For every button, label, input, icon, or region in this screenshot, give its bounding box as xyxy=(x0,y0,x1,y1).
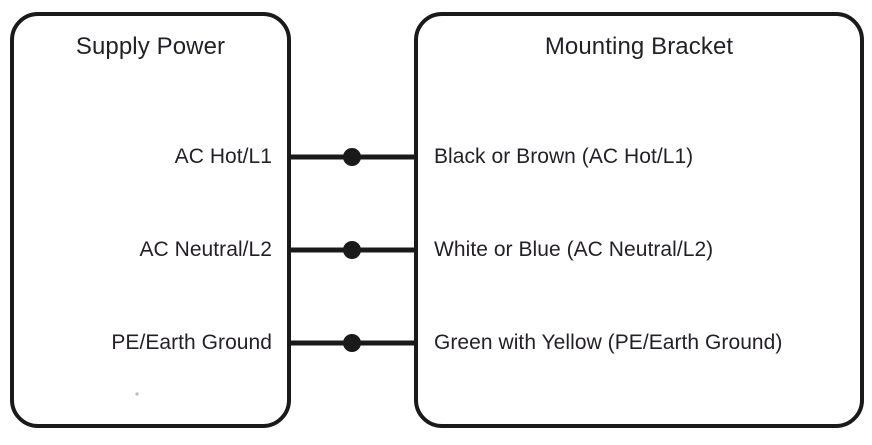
junction-dot-ac-hot-l1 xyxy=(343,148,361,166)
mounting-bracket-box xyxy=(414,12,864,428)
supply-power-box xyxy=(10,12,291,428)
junction-dot-pe-earth-ground xyxy=(343,334,361,352)
bracket-terminal-green-with-yellow: Green with Yellow (PE/Earth Ground) xyxy=(434,331,783,354)
bracket-terminal-black-or-brown: Black or Brown (AC Hot/L1) xyxy=(434,145,694,168)
supply-terminal-ac-hot-l1: AC Hot/L1 xyxy=(174,145,272,168)
supply-terminal-pe-earth-ground: PE/Earth Ground xyxy=(111,331,272,354)
bracket-terminal-white-or-blue: White or Blue (AC Neutral/L2) xyxy=(434,238,714,261)
mounting-bracket-title: Mounting Bracket xyxy=(544,33,734,60)
junction-dot-ac-neutral-l2 xyxy=(343,241,361,259)
supply-terminal-ac-neutral-l2: AC Neutral/L2 xyxy=(139,238,272,261)
artifact-speck xyxy=(135,392,139,396)
supply-power-title: Supply Power xyxy=(75,33,226,60)
